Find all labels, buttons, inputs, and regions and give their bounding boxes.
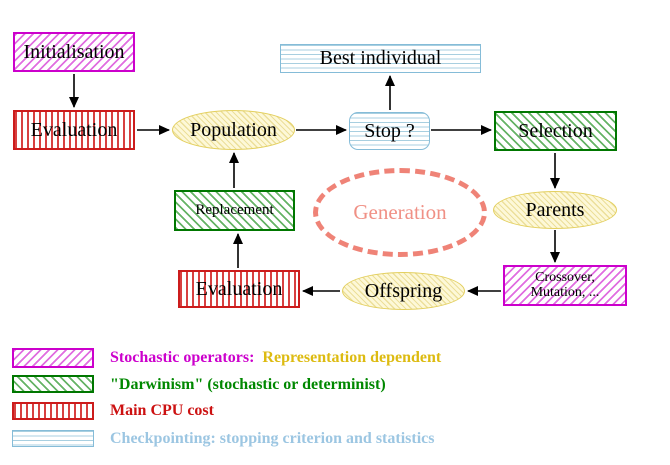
- node-initialisation-label: Initialisation: [23, 40, 125, 63]
- node-population: Population: [172, 110, 295, 150]
- legend-label-darwinism: "Darwinism" (stochastic or determinist): [110, 376, 386, 393]
- node-crossover-line1: Crossover,: [535, 269, 595, 285]
- legend-swatch-darwinism: [12, 375, 94, 393]
- legend-swatch-stochastic: [12, 348, 94, 368]
- node-generation: Generation: [313, 168, 487, 257]
- node-stop-label: Stop ?: [364, 119, 415, 142]
- node-population-label: Population: [190, 118, 277, 141]
- node-replacement: Replacement: [174, 190, 295, 231]
- node-generation-label: Generation: [353, 200, 447, 224]
- node-initialisation: Initialisation: [13, 32, 135, 72]
- node-offspring-label: Offspring: [364, 279, 443, 302]
- node-best-individual-label: Best individual: [319, 47, 442, 69]
- node-crossover-line2: Mutation, ...: [530, 284, 600, 300]
- legend-swatch-cpu-cost: [12, 402, 94, 420]
- legend-label-representation-dependent: Representation dependent: [262, 349, 442, 366]
- legend-label-stochastic-operators: Stochastic operators:: [110, 349, 255, 366]
- node-selection: Selection: [494, 111, 617, 151]
- node-parents: Parents: [493, 191, 617, 229]
- node-evaluation-top-label: Evaluation: [30, 118, 118, 141]
- legend-label-checkpointing: Checkpointing: stopping criterion and st…: [110, 430, 435, 447]
- node-replacement-label: Replacement: [195, 201, 274, 218]
- node-parents-label: Parents: [525, 198, 585, 221]
- legend-swatch-checkpointing: [12, 430, 94, 447]
- node-evaluation-top: Evaluation: [13, 110, 135, 150]
- node-evaluation-bottom: Evaluation: [178, 270, 300, 308]
- node-evaluation-bottom-label: Evaluation: [195, 277, 283, 300]
- node-stop: Stop ?: [349, 112, 430, 150]
- legend-label-cpu-cost: Main CPU cost: [110, 402, 214, 419]
- node-offspring: Offspring: [342, 272, 465, 310]
- node-selection-label: Selection: [518, 119, 593, 142]
- node-crossover-mutation: Crossover, Mutation, ...: [503, 265, 627, 306]
- legend-row-stochastic: Stochastic operators: Representation depe…: [110, 349, 441, 367]
- node-best-individual: Best individual: [280, 44, 481, 73]
